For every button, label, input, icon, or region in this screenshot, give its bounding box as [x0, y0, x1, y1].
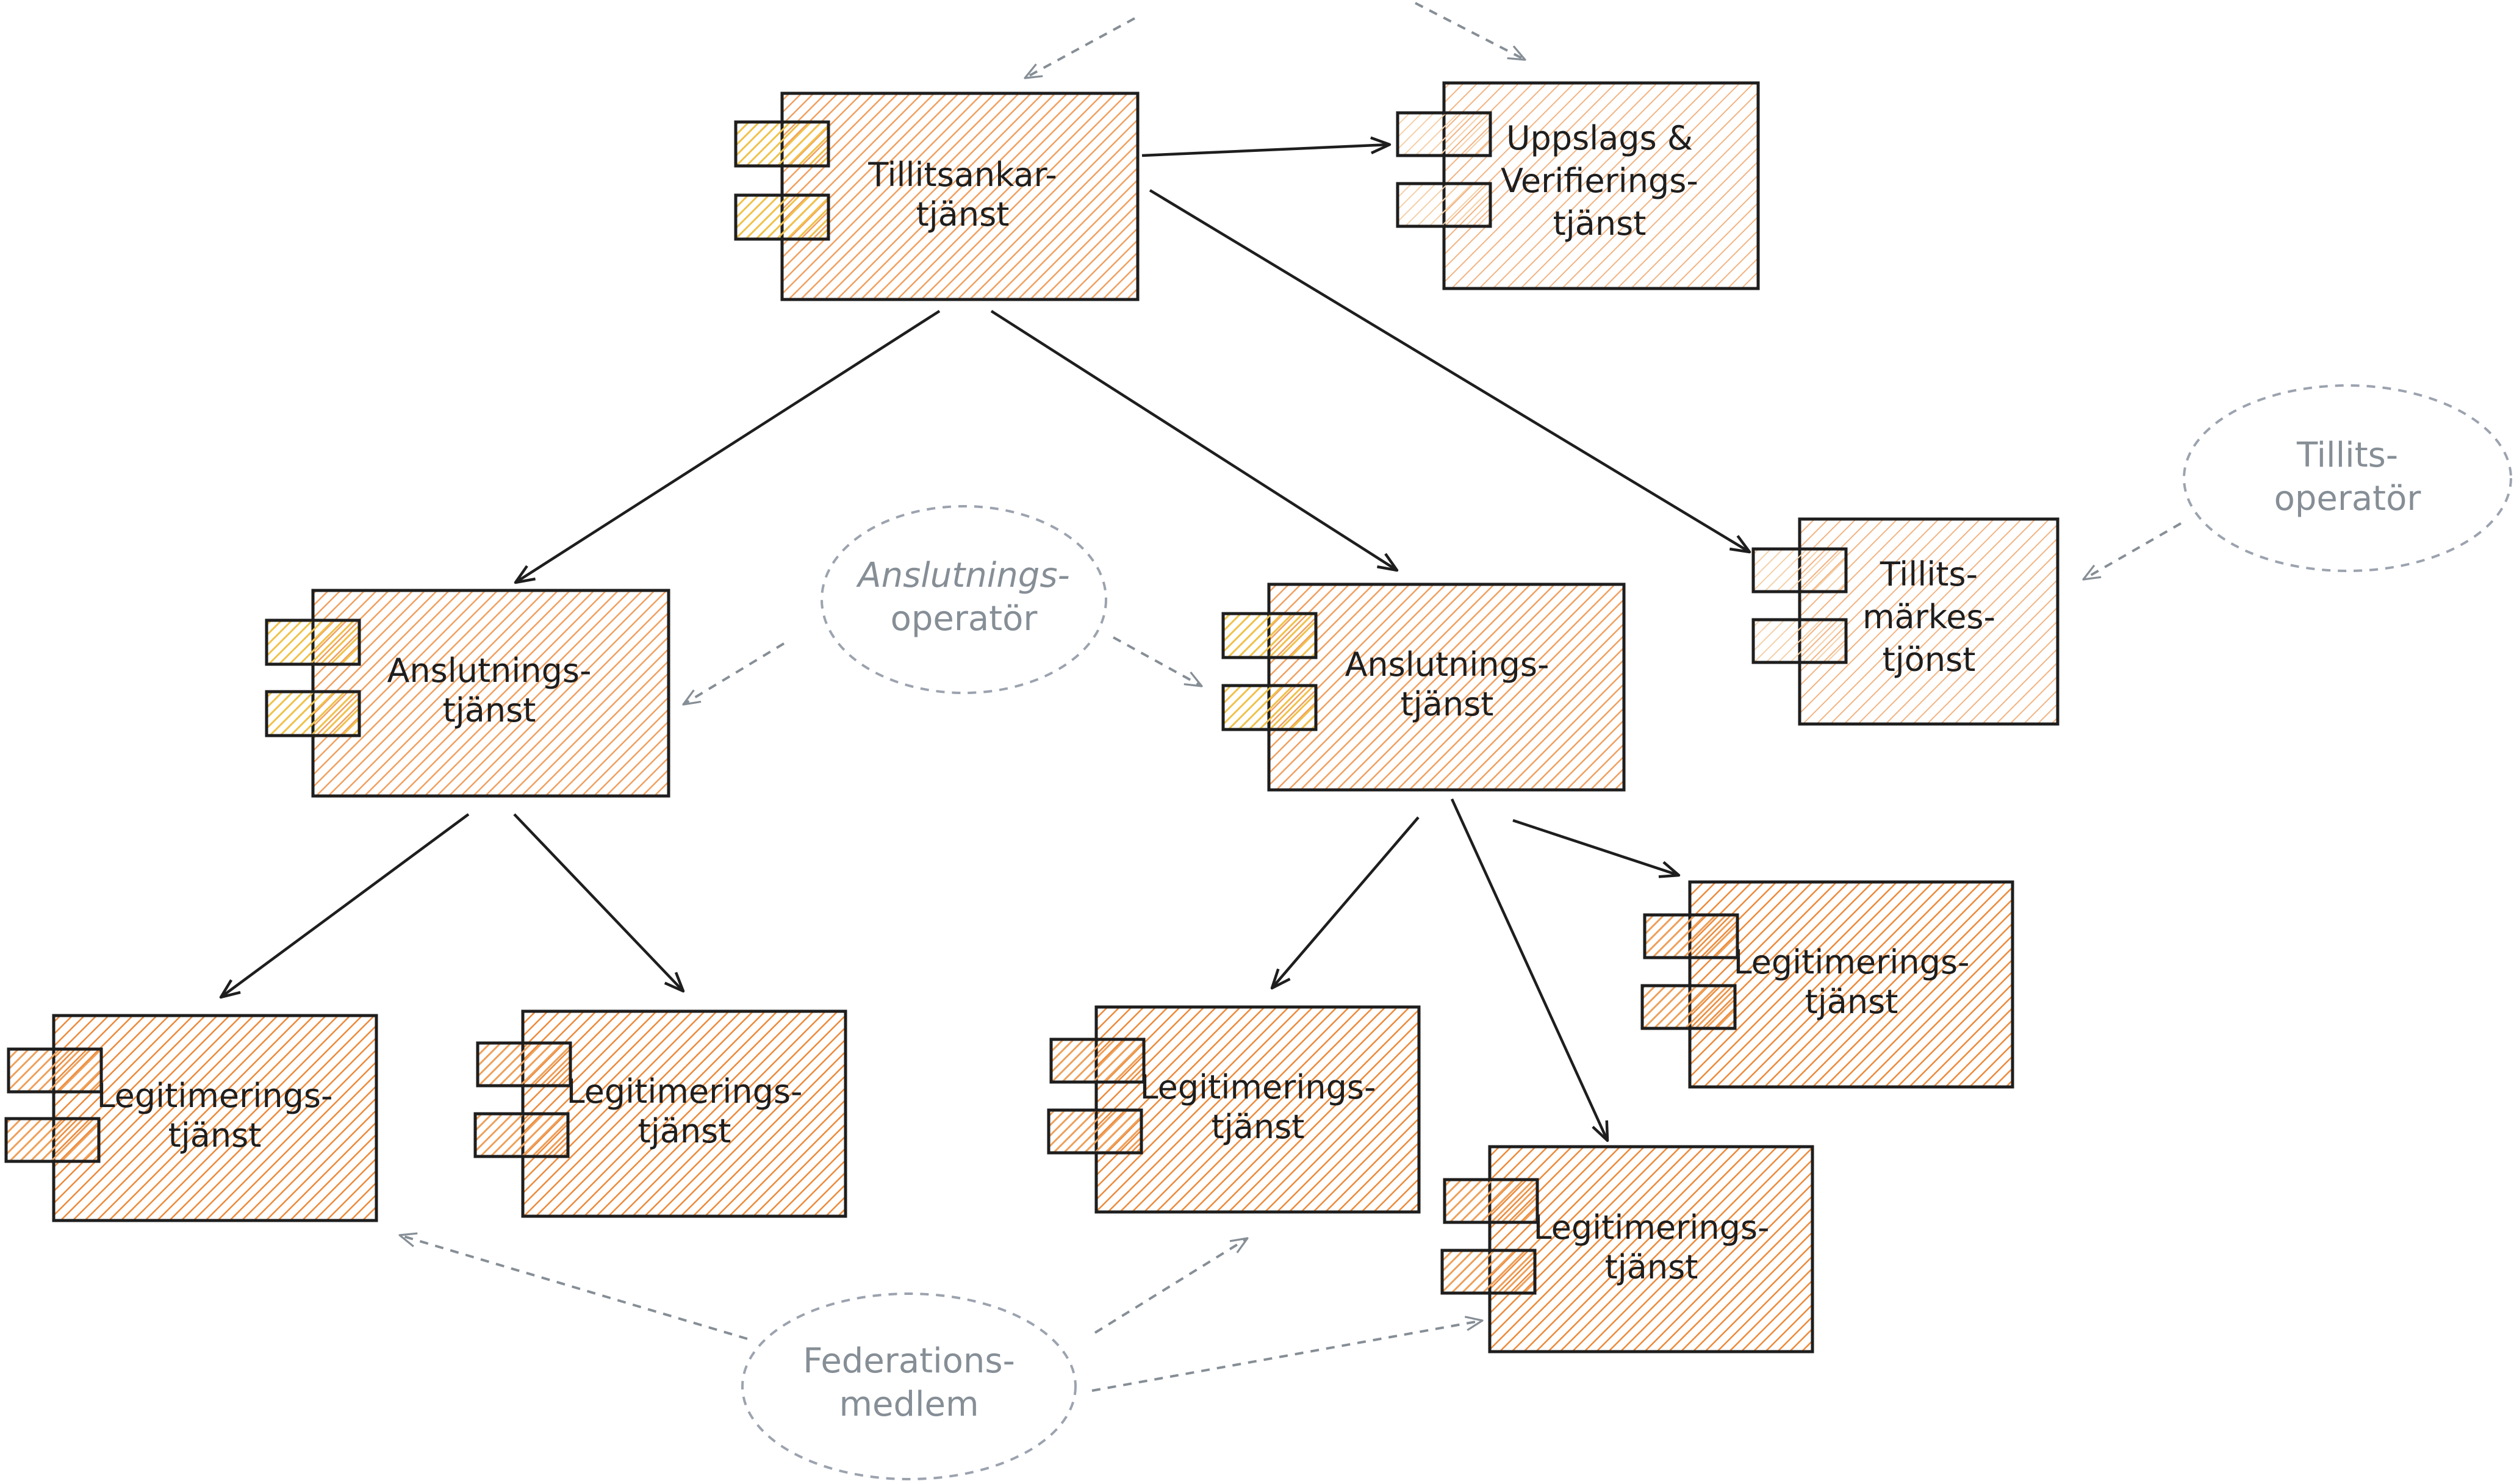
edge-connection-mid-to-legit-4	[1512, 819, 1681, 878]
component-connection-left[interactable]: Anslutnings- tjänst	[265, 589, 670, 798]
component-label-line-1: Tillits-	[1880, 555, 1978, 593]
component-lookup-verify[interactable]: Uppslags & Verifierings- tjänst	[1396, 81, 1760, 290]
component-edges	[219, 136, 1751, 1142]
component-label-line-2: märkes-	[1862, 598, 1995, 636]
actor-links	[398, 2, 2182, 1392]
component-port-tab	[1440, 1249, 1537, 1295]
component-label-line-3: tjönst	[1883, 640, 1976, 679]
component-port-tab	[734, 120, 830, 168]
component-legit-2[interactable]: Legitimerings- tjänst	[473, 1009, 847, 1218]
component-connection-mid[interactable]: Anslutnings- tjänst	[1221, 582, 1626, 792]
edge-anchor-to-lookup	[1141, 136, 1392, 157]
component-port-tab	[1443, 1178, 1539, 1224]
actor-label-line-2: operatör	[891, 599, 1038, 639]
component-legit-5[interactable]: Legitimerings- tjänst	[1440, 1145, 1814, 1353]
edge-connection-left-to-legit-1	[219, 813, 470, 999]
dashed-arrow-top-right	[1415, 2, 1526, 61]
component-label-line-3: tjänst	[1553, 204, 1647, 243]
component-label-line-2: tjänst	[1805, 983, 1898, 1021]
component-port-tab	[265, 618, 361, 666]
link-connection-operator-left	[682, 642, 785, 706]
component-label-line-1: Legitimerings-	[1140, 1068, 1376, 1106]
link-federation-legit-1	[398, 1232, 748, 1340]
component-label-line-2: tjänst	[1401, 685, 1494, 723]
component-port-tab	[265, 690, 361, 737]
component-label-line-2: Verifierings-	[1501, 162, 1698, 200]
edge-connection-left-to-legit-2	[513, 813, 685, 993]
edge-anchor-to-connection-left	[514, 310, 941, 584]
component-port-tab	[1221, 612, 1318, 659]
link-trust-operator	[2082, 522, 2182, 581]
link-connection-operator-mid	[1113, 636, 1203, 687]
component-label-line-1: Legitimerings-	[97, 1077, 333, 1115]
component-port-tab	[473, 1112, 570, 1158]
component-legit-1[interactable]: Legitimerings- tjänst	[4, 1014, 378, 1222]
actor-trust-operator[interactable]: Tillits- operatör	[2183, 384, 2512, 572]
component-port-tab	[1396, 182, 1492, 228]
component-port-tab	[1049, 1038, 1146, 1084]
component-label-line-1: Uppslags &	[1506, 119, 1693, 157]
component-label-line-2: tjänst	[1212, 1108, 1305, 1146]
component-label-line-2: tjänst	[168, 1116, 262, 1155]
actor-label-line-1: Federations-	[803, 1341, 1015, 1381]
actor-label-line-2: operatör	[2274, 479, 2422, 518]
edge-anchor-to-connection-mid	[990, 310, 1399, 572]
component-port-tab	[1047, 1108, 1143, 1155]
component-legit-3[interactable]: Legitimerings- tjänst	[1047, 1005, 1421, 1214]
actor-label-line-2: medlem	[839, 1385, 979, 1424]
component-port-tab	[1751, 547, 1848, 593]
edge-connection-mid-to-legit-5	[1450, 798, 1609, 1142]
component-port-tab	[476, 1041, 572, 1088]
component-label-line-2: tjänst	[1605, 1248, 1698, 1286]
actor-connection-operator[interactable]: Anslutnings- operatör	[821, 505, 1107, 694]
component-label-line-2: tjänst	[916, 195, 1010, 234]
component-label-line-1: Tillitsankar-	[867, 156, 1057, 194]
component-trust-anchor[interactable]: Tillitsankar- tjänst	[734, 91, 1140, 301]
component-label-line-1: Legitimerings-	[567, 1072, 803, 1111]
actor-federation-member[interactable]: Federations- medlem	[741, 1292, 1077, 1480]
component-port-tab	[734, 193, 830, 241]
component-label-line-1: Anslutnings-	[1345, 645, 1549, 684]
component-port-tab	[4, 1117, 101, 1163]
edge-anchor-to-trustmark	[1149, 189, 1751, 554]
component-port-tab	[1640, 984, 1737, 1030]
dashed-arrow-top-left	[1024, 17, 1135, 79]
component-label-line-1: Legitimerings-	[1534, 1208, 1770, 1247]
component-label-line-1: Anslutnings-	[387, 651, 591, 690]
actor-label-line-1: Tillits-	[2296, 436, 2398, 475]
component-port-tab	[1751, 618, 1848, 664]
component-port-tab	[7, 1047, 103, 1094]
actor-label-line-1: Anslutnings-	[856, 556, 1069, 595]
component-port-tab	[1396, 111, 1492, 157]
component-trustmark[interactable]: Tillits- märkes- tjönst	[1751, 517, 2060, 726]
component-port-tab	[1643, 913, 1739, 959]
edge-connection-mid-to-legit-3	[1270, 816, 1420, 990]
component-label-line-1: Legitimerings-	[1734, 943, 1970, 981]
link-federation-legit-5	[1091, 1316, 1484, 1392]
component-label-line-2: tjänst	[443, 691, 536, 729]
link-federation-legit-3	[1094, 1237, 1249, 1334]
component-port-tab	[1221, 684, 1318, 731]
component-legit-4[interactable]: Legitimerings- tjänst	[1640, 880, 2014, 1089]
component-label-line-2: tjänst	[638, 1112, 731, 1150]
